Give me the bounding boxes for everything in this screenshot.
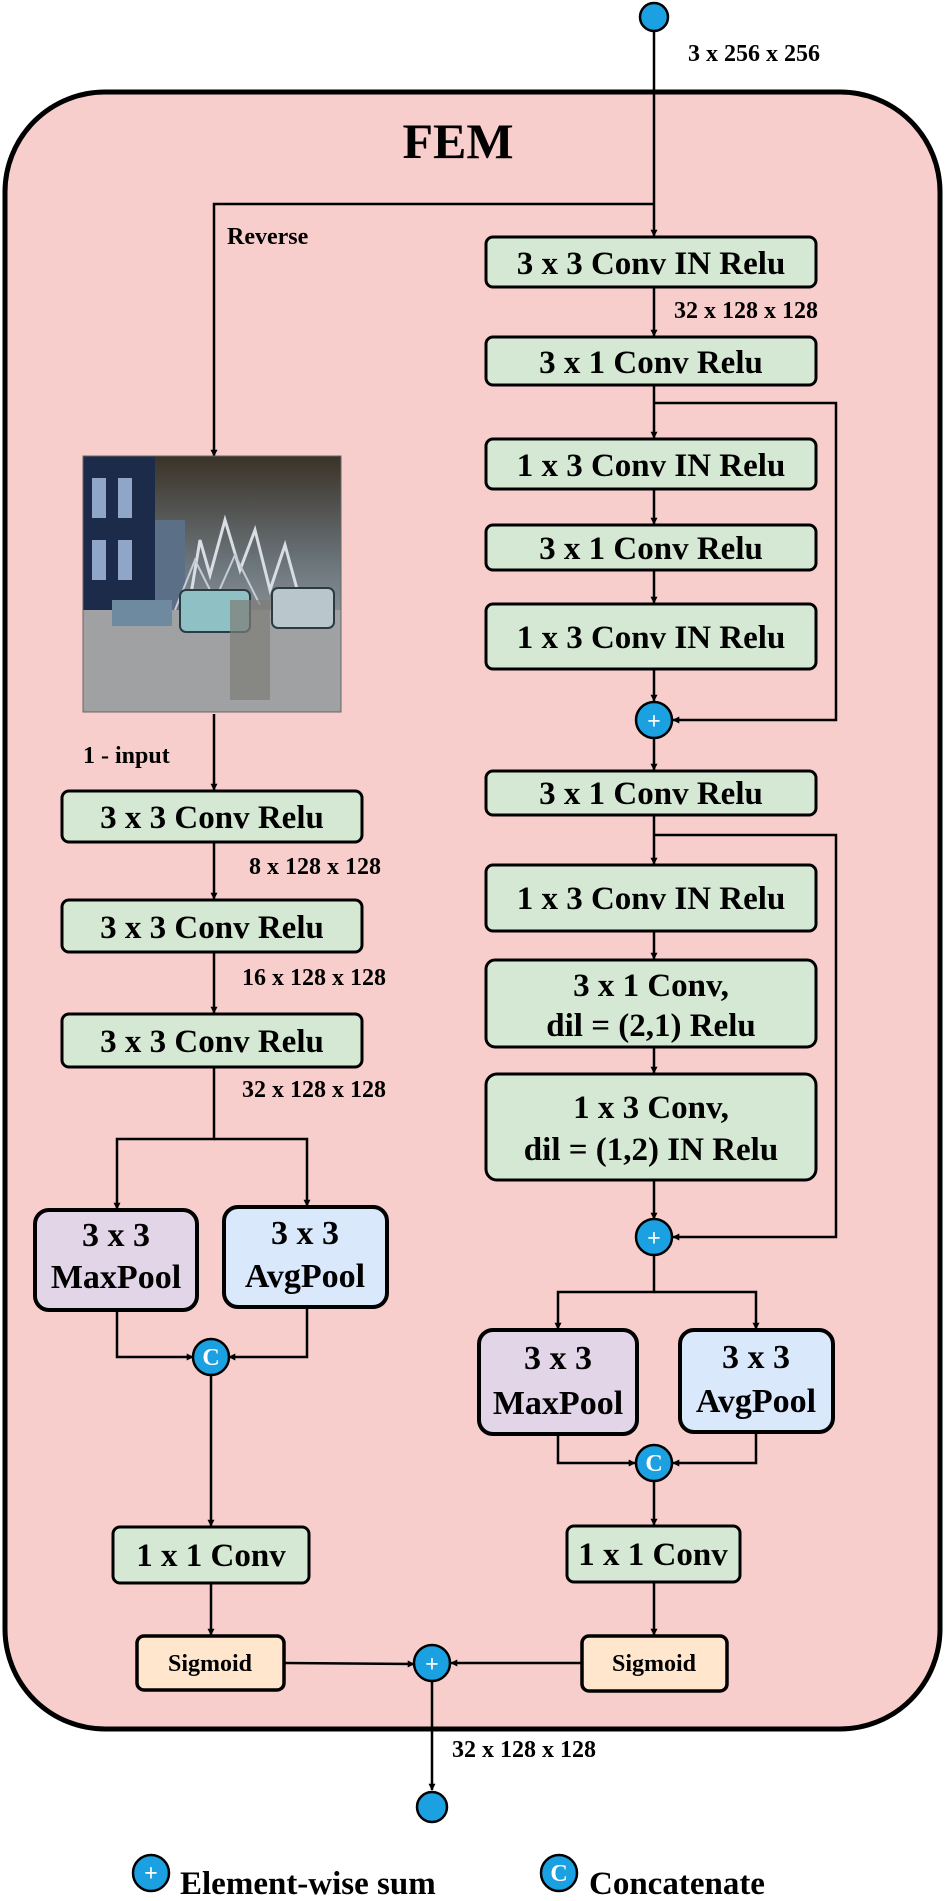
right-conv-4-label: 3 x 1 Conv Relu xyxy=(539,531,763,567)
legend-sum-icon-symbol: + xyxy=(144,1861,158,1887)
right-conv-5-label: 1 x 3 Conv IN Relu xyxy=(517,620,786,656)
left-sigmoid: Sigmoid xyxy=(135,1634,286,1692)
right-conv-7-label: 1 x 3 Conv IN Relu xyxy=(517,881,786,917)
left-avgpool-line1: 3 x 3 xyxy=(271,1215,339,1252)
right-conv-9: 1 x 3 Conv, dil = (1,2) IN Relu xyxy=(484,1072,818,1182)
right-conv-7: 1 x 3 Conv IN Relu xyxy=(484,863,818,933)
left-dim-1: 8 x 128 x 128 xyxy=(249,854,381,880)
right-conv-8: 3 x 1 Conv, dil = (2,1) Relu xyxy=(484,958,818,1049)
right-maxpool: 3 x 3 MaxPool xyxy=(477,1328,639,1436)
right-conv-1: 3 x 3 Conv IN Relu xyxy=(484,235,818,289)
right-sigmoid: Sigmoid xyxy=(580,1634,729,1693)
left-sigmoid-label: Sigmoid xyxy=(168,1651,253,1677)
connectors xyxy=(113,31,838,1791)
right-conv-6: 3 x 1 Conv Relu xyxy=(484,769,818,817)
left-conv-2: 3 x 3 Conv Relu xyxy=(60,898,364,954)
left-conv-1x1: 1 x 1 Conv xyxy=(111,1525,311,1585)
left-avgpool: 3 x 3 AvgPool xyxy=(222,1205,389,1309)
reversed-input-image xyxy=(82,455,342,713)
right-conv-1x1-label: 1 x 1 Conv xyxy=(578,1537,728,1573)
right-dim-1: 32 x 128 x 128 xyxy=(674,298,818,324)
legend-sum-label: Element-wise sum xyxy=(180,1866,436,1901)
left-avgpool-line2: AvgPool xyxy=(245,1258,365,1295)
right-maxpool-line1: 3 x 3 xyxy=(524,1340,592,1377)
right-sum-2-symbol: + xyxy=(647,1226,661,1252)
right-sigmoid-label: Sigmoid xyxy=(612,1651,697,1677)
left-conv-1-label: 3 x 3 Conv Relu xyxy=(100,800,324,836)
right-conv-4: 3 x 1 Conv Relu xyxy=(484,523,818,572)
final-sum-symbol: + xyxy=(425,1652,439,1678)
right-conv-9-line1: 1 x 3 Conv, xyxy=(573,1090,729,1126)
left-conv-2-label: 3 x 3 Conv Relu xyxy=(100,910,324,946)
right-sum-1-symbol: + xyxy=(647,709,661,735)
left-concat-symbol: C xyxy=(202,1345,219,1371)
module-title: FEM xyxy=(402,113,513,169)
final-sum-node: + xyxy=(412,1643,452,1683)
reverse-label: Reverse xyxy=(227,224,309,250)
right-sum-node-1: + xyxy=(634,700,674,740)
left-conv-3: 3 x 3 Conv Relu xyxy=(60,1012,364,1069)
right-avgpool-line2: AvgPool xyxy=(696,1383,816,1420)
legend-concat-icon xyxy=(539,1853,579,1893)
right-avgpool-line1: 3 x 3 xyxy=(722,1339,790,1376)
right-sum-node-2: + xyxy=(634,1217,674,1257)
right-conv-5: 1 x 3 Conv IN Relu xyxy=(484,602,818,671)
right-conv-3-label: 1 x 3 Conv IN Relu xyxy=(517,448,786,484)
right-conv-1x1: 1 x 1 Conv xyxy=(565,1524,742,1584)
output-dim-label: 32 x 128 x 128 xyxy=(452,1737,596,1763)
input-dim-label: 3 x 256 x 256 xyxy=(688,41,820,67)
left-conv-3-label: 3 x 3 Conv Relu xyxy=(100,1024,324,1060)
right-conv-9-line2: dil = (1,2) IN Relu xyxy=(524,1132,778,1168)
right-conv-6-label: 3 x 1 Conv Relu xyxy=(539,776,763,812)
right-avgpool: 3 x 3 AvgPool xyxy=(678,1328,835,1434)
right-conv-1-label: 3 x 3 Conv IN Relu xyxy=(517,246,786,282)
right-conv-3: 1 x 3 Conv IN Relu xyxy=(484,437,818,491)
right-maxpool-line2: MaxPool xyxy=(493,1385,623,1422)
left-conv-1x1-label: 1 x 1 Conv xyxy=(136,1538,286,1574)
left-conv-1: 3 x 3 Conv Relu xyxy=(60,789,364,844)
legend: + Element-wise sum C Concatenate xyxy=(131,1853,765,1901)
right-concat-symbol: C xyxy=(645,1451,662,1477)
legend-concat-label: Concatenate xyxy=(589,1866,765,1901)
left-maxpool-line1: 3 x 3 xyxy=(82,1217,150,1254)
left-dim-3: 32 x 128 x 128 xyxy=(242,1077,386,1103)
right-conv-8-line1: 3 x 1 Conv, xyxy=(573,968,729,1004)
left-concat-node: C xyxy=(191,1337,231,1377)
right-conv-2-label: 3 x 1 Conv Relu xyxy=(539,345,763,381)
output-node xyxy=(415,1790,449,1824)
left-dim-2: 16 x 128 x 128 xyxy=(242,965,386,991)
right-conv-2: 3 x 1 Conv Relu xyxy=(484,335,818,387)
legend-sum-icon xyxy=(131,1853,171,1893)
left-maxpool: 3 x 3 MaxPool xyxy=(33,1208,199,1312)
left-maxpool-line2: MaxPool xyxy=(51,1259,181,1296)
right-conv-8-line2: dil = (2,1) Relu xyxy=(546,1008,755,1044)
one-minus-input-label: 1 - input xyxy=(83,743,170,769)
input-node xyxy=(638,1,670,33)
right-concat-node: C xyxy=(634,1443,674,1483)
legend-concat-icon-symbol: C xyxy=(550,1861,567,1887)
